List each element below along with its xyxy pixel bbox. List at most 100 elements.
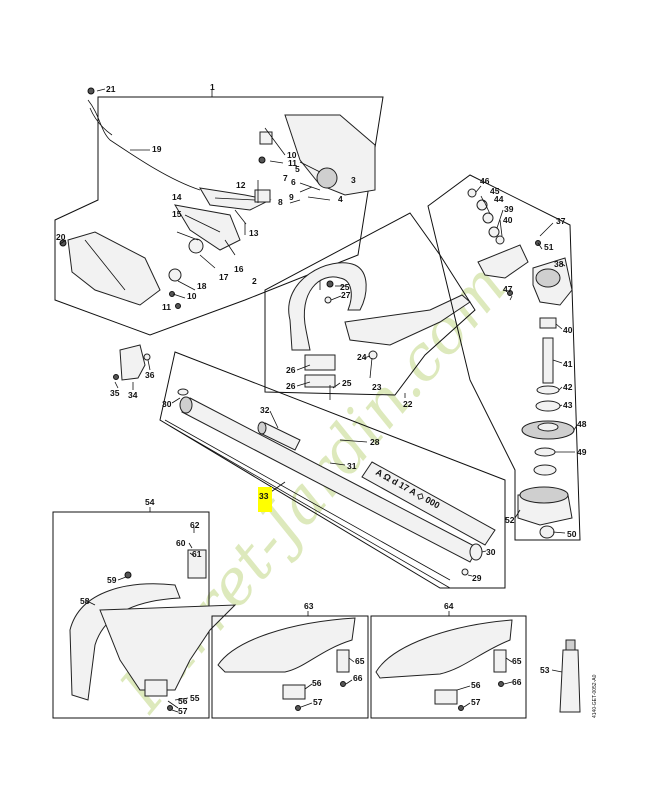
label-12: 12 (236, 180, 246, 190)
highlight-33 (258, 487, 272, 512)
label-29: 29 (472, 573, 482, 583)
label-56a: 56 (178, 696, 188, 706)
screw-57b (295, 705, 301, 711)
part-12 (254, 189, 271, 203)
plate-56 (144, 679, 168, 697)
plate-56b (282, 684, 306, 700)
throttle-housing-right (284, 114, 376, 196)
label-23: 23 (372, 382, 382, 392)
washer-42 (536, 385, 560, 395)
guard-63-group: 63 65 66 56 57 (211, 601, 369, 719)
guard-plate (99, 604, 237, 691)
label-40b: 40 (563, 325, 573, 335)
label-sticker-31 (361, 461, 496, 546)
switch-part (316, 167, 338, 189)
label-14: 14 (172, 192, 182, 202)
label-61: 61 (192, 549, 202, 559)
part-17 (188, 238, 204, 254)
plate-56c (434, 689, 458, 705)
guard-64-group: 64 65 66 56 57 (370, 601, 527, 719)
screw-20 (59, 239, 67, 247)
label-42: 42 (563, 382, 573, 392)
nut-29 (461, 568, 469, 576)
label-63: 63 (304, 601, 314, 611)
part-39 (488, 226, 500, 238)
label-64: 64 (444, 601, 454, 611)
label-27: 27 (341, 290, 351, 300)
tube-end-left (179, 396, 193, 414)
label-5: 5 (295, 164, 300, 174)
label-24: 24 (357, 352, 367, 362)
label-46: 46 (480, 176, 490, 186)
label-35: 35 (110, 388, 120, 398)
bracket-34 (119, 344, 146, 381)
label-44: 44 (494, 194, 504, 204)
plug-30-left (177, 388, 189, 396)
label-52: 52 (505, 515, 515, 525)
screw-57c (458, 705, 464, 711)
label-4: 4 (338, 194, 343, 204)
bracket-65b (493, 649, 507, 673)
label-21: 21 (106, 84, 116, 94)
label-34: 34 (128, 390, 138, 400)
gear-head-group: 46 45 44 39 40 37 51 38 47 40 41 42 43 4… (427, 174, 587, 541)
label-59: 59 (107, 575, 117, 585)
handle-assembly-group: 1 2 3 4 5 6 7 8 9 10 11 12 13 14 15 16 1… (54, 82, 384, 336)
label-16: 16 (234, 264, 244, 274)
screw-21 (87, 87, 95, 95)
label-57c: 57 (471, 697, 481, 707)
guard-64 (375, 619, 513, 679)
screw-35 (113, 374, 119, 380)
label-30b: 30 (486, 547, 496, 557)
nut-36 (143, 353, 151, 361)
document-code: 4140-GET-0052-A0 (592, 674, 598, 718)
label-58: 58 (80, 596, 90, 606)
throttle-trigger (174, 204, 241, 251)
bearing-44 (482, 212, 494, 224)
box-drive-tube (159, 351, 506, 589)
label-56b: 56 (312, 678, 322, 688)
nut-49b (533, 464, 557, 476)
label-13: 13 (249, 228, 259, 238)
label-20: 20 (56, 232, 66, 242)
plug-30-right (469, 543, 483, 561)
label-25b: 25 (342, 378, 352, 388)
drive-shaft (164, 419, 451, 581)
label-38: 38 (554, 259, 564, 269)
label-10b: 10 (187, 291, 197, 301)
loop-handle-group: 22 23 24 25 25 26 26 27 (264, 212, 476, 409)
label-8: 8 (278, 197, 283, 207)
label-45: 45 (490, 186, 500, 196)
circlip-46 (467, 188, 477, 198)
label-43: 43 (563, 400, 573, 410)
label-50: 50 (567, 529, 577, 539)
shaft-41 (542, 337, 554, 384)
label-11b: 11 (162, 302, 171, 312)
bracket-51 (477, 244, 529, 279)
label-33: 33 (259, 491, 269, 501)
label-7: 7 (283, 173, 288, 183)
label-41: 41 (563, 359, 573, 369)
label-17: 17 (219, 272, 229, 282)
label-32: 32 (260, 405, 270, 415)
label-9: 9 (289, 192, 294, 202)
label-31: 31 (347, 461, 357, 471)
label-53: 53 (540, 665, 550, 675)
part-10-clip (259, 131, 273, 145)
label-36: 36 (145, 370, 155, 380)
box-guard-64 (370, 615, 527, 719)
label-26a: 26 (286, 365, 296, 375)
label-37: 37 (556, 216, 566, 226)
label-66a: 66 (353, 673, 363, 683)
label-65b: 65 (512, 656, 522, 666)
label-40a: 40 (503, 215, 513, 225)
grease-tube-53 (559, 649, 581, 713)
box-loop-handle (264, 212, 476, 396)
label-54: 54 (145, 497, 155, 507)
deflector-58 (69, 583, 181, 701)
box-gear-head (427, 174, 581, 541)
clamp-26b (304, 374, 336, 388)
washer-49 (534, 447, 556, 457)
screw-47 (507, 290, 513, 296)
grease-tube-group: 53 (540, 639, 581, 713)
